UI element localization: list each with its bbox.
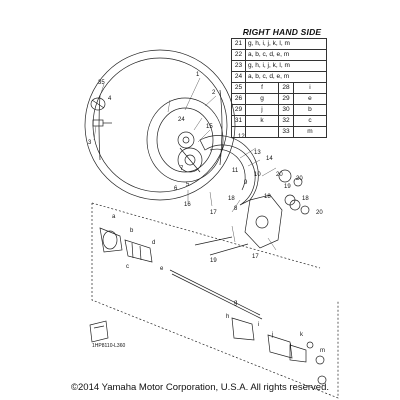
callout-17: 17 [210, 210, 217, 216]
callout-18: 18 [228, 196, 235, 202]
table-row: 24 a, b, c, d, e, m [231, 71, 327, 83]
outer-cv-joint[interactable] [99, 227, 123, 253]
row-letter: i [292, 82, 328, 94]
callout-4: 4 [108, 96, 112, 102]
label-i: i [258, 322, 259, 328]
row-number: 29 [278, 93, 294, 105]
long-bolt-2[interactable] [209, 243, 249, 256]
callout-18b: 18 [264, 194, 271, 200]
label-b: b [130, 228, 134, 234]
row-number: 31 [231, 115, 246, 127]
row-letter: k [244, 115, 280, 127]
callout-9: 9 [244, 180, 248, 186]
row-number: 21 [231, 38, 246, 50]
bolt[interactable] [92, 119, 112, 127]
row-codes: g, h, i, j, k, l, m [245, 38, 327, 50]
row-number [231, 126, 246, 138]
lower-arm-bushing[interactable] [289, 199, 310, 215]
table-row: 26 g 29 e [231, 93, 328, 105]
callout-19b: 19 [210, 258, 217, 264]
row-number: 30 [278, 104, 294, 116]
right-hand-side-table: 21 g, h, i, j, k, l, m 22 a, b, c, d, e,… [231, 38, 328, 138]
table-row: 25 f 28 i [231, 82, 328, 94]
callout-3: 3 [88, 140, 92, 146]
row-number: 33 [278, 126, 294, 138]
callout-20: 20 [276, 172, 283, 178]
table-title: RIGHT HAND SIDE [242, 27, 322, 37]
callout-10: 10 [254, 172, 261, 178]
callout-1: 1 [196, 72, 200, 78]
leader-lines [93, 77, 277, 251]
table-row: 22 a, b, c, d, e, m [231, 49, 327, 61]
long-bolt-1[interactable] [194, 236, 233, 246]
row-number: 23 [231, 60, 246, 72]
row-letter: g [244, 93, 280, 105]
callout-20b: 20 [296, 176, 303, 182]
label-c: c [126, 264, 129, 270]
callout-20c: 20 [316, 210, 323, 216]
row-letter: c [292, 115, 328, 127]
row-number: 22 [231, 49, 246, 61]
callout-17b: 17 [252, 254, 259, 260]
row-letter: m [292, 126, 328, 138]
callout-11: 11 [232, 168, 239, 174]
label-e: e [160, 266, 164, 272]
row-codes: a, b, c, d, e, m [245, 49, 327, 61]
callout-19: 19 [284, 184, 291, 190]
row-codes: g, h, i, j, k, l, m [245, 60, 327, 72]
row-number: 26 [231, 93, 246, 105]
label-g: g [234, 300, 237, 306]
row-letter [244, 126, 280, 138]
row-codes: a, b, c, d, e, m [245, 71, 327, 83]
row-letter: f [244, 82, 280, 94]
document-id: 1HP8110-L360 [92, 343, 126, 349]
table-row: 31 k 32 c [231, 115, 328, 127]
boot-left[interactable] [124, 239, 153, 263]
knuckle[interactable] [244, 194, 283, 249]
callout-8: 8 [234, 206, 238, 212]
callout-13: 13 [254, 150, 261, 156]
rim[interactable] [146, 97, 224, 183]
copyright-notice: ©2014 Yamaha Motor Corporation, U.S.A. A… [71, 382, 329, 393]
label-d: d [152, 240, 155, 246]
row-number: 29 [231, 104, 246, 116]
label-k: k [300, 332, 304, 338]
callout-16: 16 [184, 202, 191, 208]
reference-icon [89, 320, 109, 343]
label-l: l [290, 344, 291, 350]
inner-cv-joint[interactable] [231, 317, 307, 363]
table-row: 21 g, h, i, j, k, l, m [231, 38, 327, 50]
row-letter: j [244, 104, 280, 116]
table-row: 33 m [231, 126, 328, 138]
callout-15: 15 [206, 124, 213, 130]
label-j: j [271, 332, 273, 338]
callout-18c: 18 [302, 196, 309, 202]
label-m: m [320, 348, 325, 354]
row-number: 24 [231, 71, 246, 83]
row-letter: b [292, 104, 328, 116]
table-row: 29 j 30 b [231, 104, 328, 116]
row-letter: e [292, 93, 328, 105]
small-rings[interactable] [306, 341, 327, 385]
hub[interactable] [177, 147, 203, 173]
brake-disc[interactable] [199, 135, 259, 206]
row-number: 28 [278, 82, 294, 94]
label-h: h [226, 314, 229, 320]
callout-24: 24 [178, 117, 185, 123]
callout-14: 14 [266, 156, 273, 162]
callout-35: 35 [98, 80, 105, 86]
row-number: 25 [231, 82, 246, 94]
callout-2: 2 [212, 90, 216, 96]
drive-shaft[interactable] [169, 269, 263, 320]
table-row: 23 g, h, i, j, k, l, m [231, 60, 327, 72]
callout-5: 5 [186, 182, 190, 188]
callout-7: 7 [180, 166, 184, 172]
cap-nut[interactable] [90, 97, 106, 111]
callout-6: 6 [174, 186, 178, 192]
row-number: 32 [278, 115, 294, 127]
label-a: a [112, 214, 116, 220]
